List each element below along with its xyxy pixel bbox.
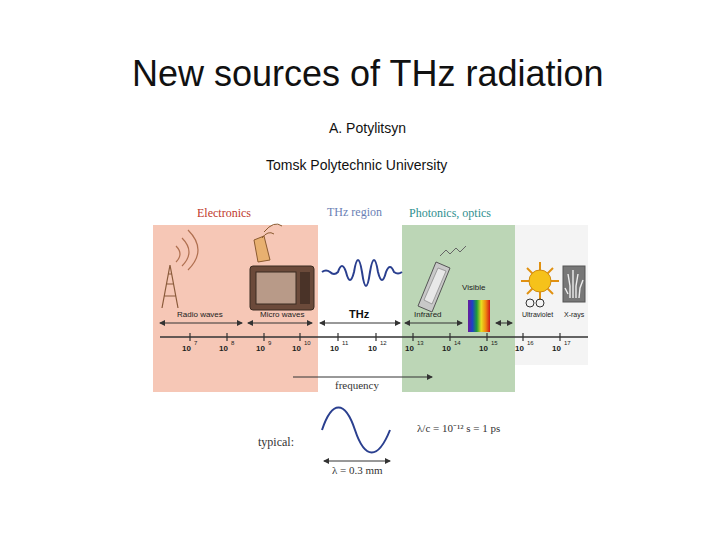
- tick-base: 10: [256, 345, 265, 354]
- axis-tick: [559, 333, 560, 341]
- axis-label: frequency: [335, 379, 379, 391]
- mobile-phone: [418, 246, 466, 312]
- thz-wave: [322, 260, 402, 286]
- xray-hand: [563, 266, 585, 302]
- tick-exponent: 11: [342, 340, 348, 347]
- band-heading: Electronics: [197, 206, 251, 221]
- tick-exponent: 16: [527, 340, 534, 347]
- radio-tower: [162, 230, 198, 308]
- tick-base: 10: [182, 345, 191, 354]
- tick-base: 10: [479, 345, 488, 354]
- tick-exponent: 8: [231, 340, 234, 347]
- band-heading: Photonics, optics: [409, 206, 491, 221]
- tick-exponent: 9: [268, 340, 271, 347]
- tick-base: 10: [442, 345, 451, 354]
- frequency-axis: [160, 336, 588, 337]
- band-name: Visible: [462, 284, 485, 293]
- range-arrows: [160, 323, 512, 324]
- author: A. Potylitsyn: [329, 121, 406, 136]
- wavelength-label: λ = 0.3 mm: [332, 464, 383, 476]
- band-name: Radio waves: [177, 311, 223, 320]
- axis-tick: [189, 333, 190, 341]
- tick-base: 10: [515, 345, 524, 354]
- axis-tick: [226, 333, 227, 341]
- tick-exponent: 7: [194, 340, 197, 347]
- microwave-oven: [250, 224, 314, 310]
- tick-base: 10: [552, 345, 561, 354]
- axis-tick: [337, 333, 338, 341]
- band-name: Infrared: [414, 311, 442, 320]
- formula: λ/c = 10⁻¹² s = 1 ps: [417, 422, 500, 434]
- tick-exponent: 13: [417, 340, 424, 347]
- tick-base: 10: [368, 345, 377, 354]
- band-name: Ultraviolet: [522, 311, 553, 319]
- tick-base: 10: [330, 345, 339, 354]
- axis-tick: [522, 333, 523, 341]
- xray-region: [515, 225, 588, 365]
- axis-tick: [486, 333, 487, 341]
- axis-tick: [263, 333, 264, 341]
- band-name: Micro waves: [260, 311, 304, 320]
- axis-tick: [299, 333, 300, 341]
- frequency-arrow: [293, 377, 432, 378]
- tick-exponent: 14: [454, 340, 461, 347]
- tick-exponent: 17: [564, 340, 571, 347]
- tick-exponent: 10: [304, 340, 311, 347]
- slide-title: New sources of THz radiation: [132, 54, 604, 94]
- band-name: THz: [349, 308, 369, 320]
- axis-ticks: [190, 333, 560, 341]
- sun: [521, 262, 559, 307]
- visible-spectrum: [468, 300, 490, 332]
- tick-exponent: 12: [380, 340, 387, 347]
- tick-base: 10: [219, 345, 228, 354]
- tick-exponent: 15: [491, 340, 498, 347]
- axis-tick: [449, 333, 450, 341]
- note-label: typical:: [258, 436, 294, 449]
- sine-wave: [322, 408, 390, 453]
- wavelength-arrow: [324, 461, 390, 462]
- axis-tick: [375, 333, 376, 341]
- tick-base: 10: [405, 345, 414, 354]
- axis-tick: [412, 333, 413, 341]
- affiliation: Tomsk Polytechnic University: [266, 158, 447, 173]
- tick-base: 10: [292, 345, 301, 354]
- band-name: X-rays: [564, 311, 584, 319]
- region-heading: THz region: [327, 206, 382, 219]
